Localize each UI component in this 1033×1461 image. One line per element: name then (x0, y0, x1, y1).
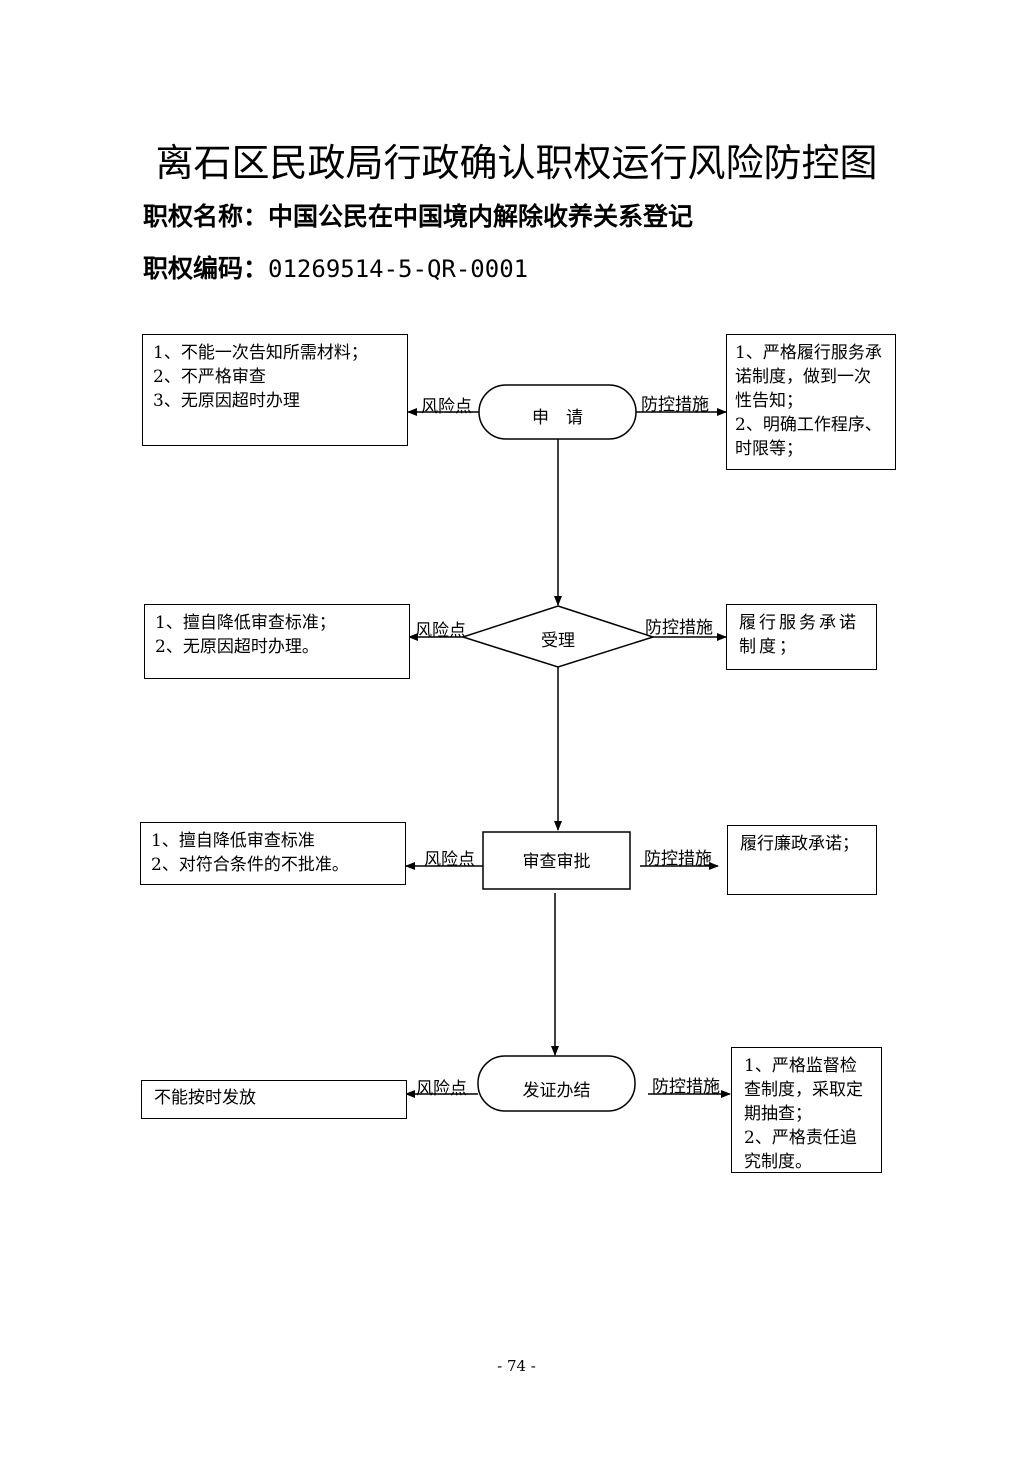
risk-item: 1、擅自降低审查标准 (151, 831, 315, 851)
page-title: 离石区民政局行政确认职权运行风险防控图 (155, 141, 878, 185)
risk-item: 2、对符合条件的不批准。 (151, 855, 349, 875)
authority-code: 职权编码：01269514-5-QR-0001 (143, 249, 528, 285)
authority-code-label: 职权编码： (143, 254, 269, 283)
authority-name-label: 职权名称： (143, 202, 269, 231)
authority-name: 职权名称：中国公民在中国境内解除收养关系登记 (143, 197, 693, 233)
node-issue-label: 发证办结 (522, 1081, 591, 1101)
control-item: 2、明确工作程序、时限等； (735, 415, 882, 459)
risk-item: 2、无原因超时办理。 (155, 637, 319, 657)
control-label-review: 防控措施 (644, 849, 712, 869)
risk-label-accept: 风险点 (415, 621, 466, 641)
control-box-issue: 1、严格监督检查制度，采取定期抽查； 2、严格责任追究制度。 (731, 1047, 882, 1173)
risk-item: 不能按时发放 (154, 1088, 256, 1108)
risk-item: 2、不严格审查 (153, 367, 266, 387)
node-issue-shape (477, 1055, 636, 1112)
authority-code-value: 01269514-5-QR-0001 (268, 255, 529, 283)
control-label-issue: 防控措施 (652, 1077, 720, 1097)
control-box-apply: 1、严格履行服务承诺制度，做到一次性告知； 2、明确工作程序、时限等； (726, 334, 896, 470)
control-box-accept: 履行服务承诺制度； (726, 604, 877, 670)
node-apply-label: 申 请 (532, 408, 583, 428)
control-label-apply: 防控措施 (641, 395, 709, 415)
risk-label-review: 风险点 (424, 850, 475, 870)
risk-box-review: 1、擅自降低审查标准 2、对符合条件的不批准。 (140, 822, 406, 885)
risk-box-apply: 1、不能一次告知所需材料； 2、不严格审查 3、无原因超时办理 (142, 334, 408, 446)
authority-name-value: 中国公民在中国境内解除收养关系登记 (268, 202, 694, 231)
risk-item: 3、无原因超时办理 (153, 391, 300, 411)
control-item: 履行廉政承诺； (740, 834, 859, 854)
risk-label-apply: 风险点 (421, 397, 472, 417)
control-box-review: 履行廉政承诺； (727, 825, 877, 895)
control-item: 2、严格责任追究制度。 (744, 1128, 857, 1172)
node-review-shape (482, 831, 631, 890)
risk-label-issue: 风险点 (416, 1079, 467, 1099)
control-label-accept: 防控措施 (645, 618, 713, 638)
risk-item: 1、不能一次告知所需材料； (153, 343, 368, 363)
page-number: - 74 - (497, 1357, 536, 1375)
node-accept-label: 受理 (541, 631, 575, 651)
risk-box-accept: 1、擅自降低审查标准； 2、无原因超时办理。 (144, 604, 410, 679)
control-item: 1、严格监督检查制度，采取定期抽查； (744, 1056, 863, 1124)
risk-box-issue: 不能按时发放 (141, 1080, 407, 1119)
control-item: 履行服务承诺制度； (739, 613, 859, 657)
node-review-label: 审查审批 (522, 852, 591, 872)
control-item: 1、严格履行服务承诺制度，做到一次性告知； (735, 343, 882, 411)
risk-item: 1、擅自降低审查标准； (155, 613, 336, 633)
